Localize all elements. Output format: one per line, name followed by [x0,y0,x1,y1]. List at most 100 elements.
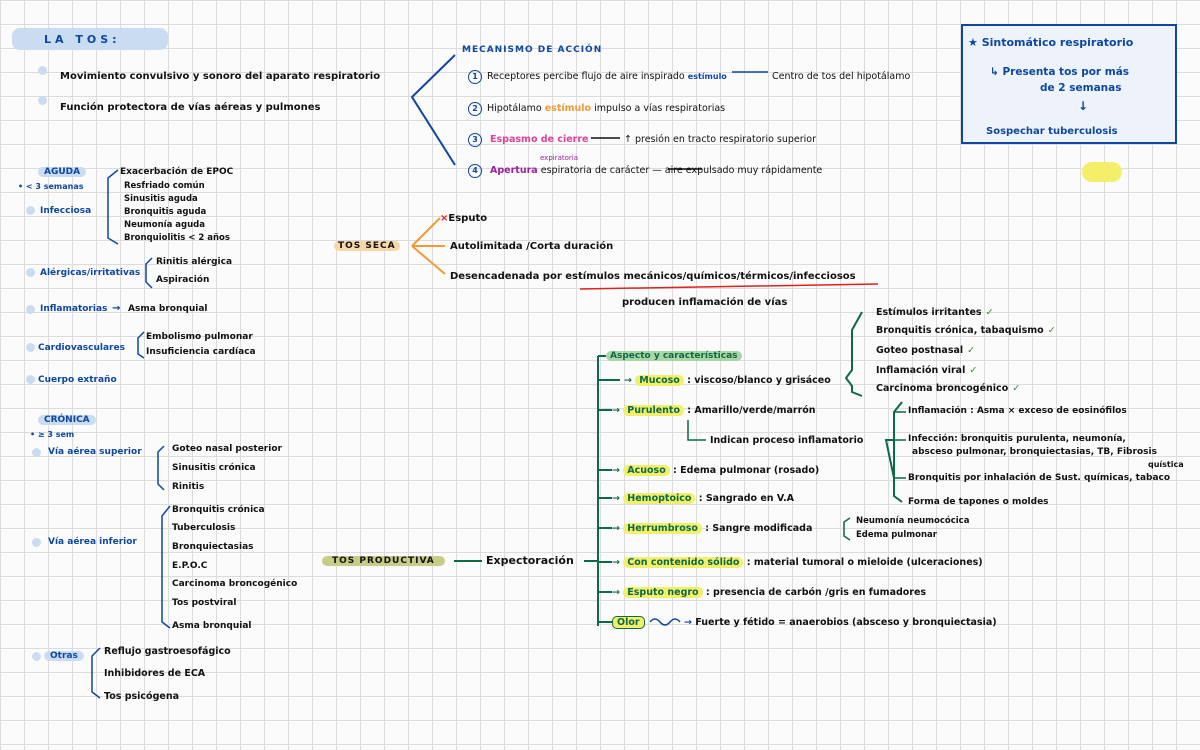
cronica-superior-label: Vía aérea superior [48,447,142,457]
cronica-superior-item: Sinusitis crónica [172,463,256,473]
callout-title: ★ Sintomático respiratorio [968,36,1134,49]
aguda-infecciosa-item: Neumonía aguda [124,220,205,230]
tos-seca-sub: producen inflamación de vías [622,297,788,308]
step-number: 3 [468,133,482,147]
cronica-inferior-item: Asma bronquial [172,621,252,631]
bullet-dot [32,538,41,547]
bullet-dot [26,206,35,215]
step-text: Hipotálamo [487,103,542,114]
solido-row: → Con contenido sólido : material tumora… [612,557,983,568]
aspecto-text: Aspecto y características [606,351,742,361]
aguda-alergicas-label: Alérgicas/irritativas [40,268,141,278]
solido-text: material tumoral o mieloide (ulceracione… [753,557,983,568]
cronica-superior-item: Goteo nasal posterior [172,444,282,454]
purulento-sub: Indican proceso inflamatorio [710,435,864,446]
purulento-item: Inflamación : Asma × exceso de eosinófil… [908,406,1127,416]
herrumbroso-text: Sangre modificada [712,523,813,534]
herrumbroso-row: → Herrumbroso : Sangre modificada [612,523,813,534]
aguda-cardio-item: Embolismo pulmonar [146,332,253,342]
cronica-inferior-item: Bronquitis crónica [172,505,265,515]
step-mark: estímulo [544,103,592,114]
olor-text: → Fuerte y fétido = anaerobios (absceso … [684,617,997,628]
aguda-cuerpo-label: Cuerpo extraño [38,375,117,385]
aguda-infecciosa-item: Bronquitis aguda [124,207,207,217]
hemoptoico-row: → Hemoptoico : Sangrado en V.A [612,493,794,504]
bullet-dot [26,305,35,314]
step-mark: estímulo [687,72,727,81]
purulento-text: Amarillo/verde/marrón [694,405,816,416]
cronica-inferior-item: Bronquiectasias [172,542,254,552]
item-text: Carcinoma broncogénico [876,383,1009,394]
bullet-dot [26,343,35,352]
tos-seca-text: TOS SECA [334,241,400,251]
cronica-otras-item: Inhibidores de ECA [104,668,206,679]
purulento-row: → Purulento : Amarillo/verde/marrón [612,405,816,416]
herrumbroso-item: Neumonía neumocócica [856,516,970,526]
cronica-label-text: CRÓNICA [38,415,96,425]
bullet-dot [38,96,47,105]
step-mark: Espasmo de cierre [490,134,589,145]
aspecto-label: Aspecto y características [606,350,742,363]
purulento-label: Purulento [623,405,684,416]
mechanism-step-4: 4 Apertura espiratoria de carácter — air… [468,164,822,178]
olor-row: Olor [612,616,645,629]
aguda-alergicas-item: Rinitis alérgica [156,257,233,267]
purulento-item: absceso pulmonar, bronquiectasias, TB, F… [912,447,1157,457]
step-mark: Apertura [490,165,538,176]
acuoso-label: Acuoso [623,465,670,476]
branch-text: Esputo [448,213,488,224]
aguda-infecciosa-label: Infecciosa [40,206,92,216]
mucoso-item: Goteo postnasal✓ [876,345,976,356]
purulento-item: quística [1148,460,1184,469]
tos-seca-branch-1: ×Esputo [440,212,487,225]
step-result: espiratoria de carácter — aire expulsado… [540,165,823,176]
step-number: 4 [468,164,482,178]
mechanism-step-3: 3 Espasmo de cierre [468,133,588,147]
step-text: Receptores percibe flujo de aire inspira… [487,71,685,82]
hemoptoico-text: Sangrado en V.A [705,493,794,504]
mucoso-label: Mucoso [635,375,684,386]
tos-productiva-label: TOS PRODUCTIVA [322,555,445,568]
cronica-superior-item: Rinitis [172,482,205,492]
aguda-infecciosa-item: Sinusitis aguda [124,194,198,204]
mucoso-item: Bronquitis crónica, tabaquismo✓ [876,325,1056,336]
aguda-alergicas-item: Aspiración [156,275,210,285]
bullet-dot [38,66,47,75]
aguda-label: AGUDA [38,166,87,179]
solido-label: Con contenido sólido [623,557,744,568]
title-highlight [12,28,168,50]
expectoracion-node: Expectoración [486,554,574,567]
olor-desc: Fuerte y fétido = anaerobios (absceso y … [695,617,997,628]
page-title: LA TOS: [44,33,121,46]
intro-item-2: Función protectora de vías aéreas y pulm… [60,102,321,113]
mechanism-step-1-result: Centro de tos del hipotálamo [772,71,911,82]
aguda-infecciosa-item: Resfriado común [124,181,205,191]
mechanism-step-1: 1 Receptores percibe flujo de aire inspir… [468,70,727,84]
item-text: Goteo postnasal [876,345,964,356]
tos-productiva-text: TOS PRODUCTIVA [322,556,445,566]
aguda-duration: • < 3 semanas [18,182,84,191]
mechanism-step-4-super: expiratoria [540,154,579,162]
cronica-otras-item: Tos psicógena [104,691,179,702]
aguda-inflamatorias-label: Inflamatorias [40,304,108,314]
aguda-label-text: AGUDA [38,167,87,177]
item-text: Estímulos irritantes [876,307,982,318]
mechanism-step-3-result: ↑ presión en tracto respiratorio superio… [624,134,817,145]
purulento-item: Infección: bronquitis purulenta, neumoní… [908,434,1126,444]
arrow: → [112,303,121,314]
tos-seca-branch-3: Desencadenada por estímulos mecánicos/qu… [450,271,856,282]
step-number: 1 [468,70,482,84]
negro-row: → Esputo negro : presencia de carbón /gr… [612,587,927,598]
callout-line-2: de 2 semanas [1040,82,1122,94]
mucoso-item: Estímulos irritantes✓ [876,307,994,318]
callout-line-3: Sospechar tuberculosis [986,126,1118,137]
item-text: Bronquitis crónica, tabaquismo [876,325,1044,336]
negro-label: Esputo negro [623,587,703,598]
cronica-inferior-item: Tuberculosis [172,523,236,533]
tos-seca-branch-2: Autolimitada /Corta duración [450,241,614,252]
step-result: impulso a vías respiratorias [594,103,726,114]
purulento-item: Bronquitis por inhalación de Sust. quími… [908,473,1171,483]
cronica-duration: • ≥ 3 sem [30,430,75,439]
